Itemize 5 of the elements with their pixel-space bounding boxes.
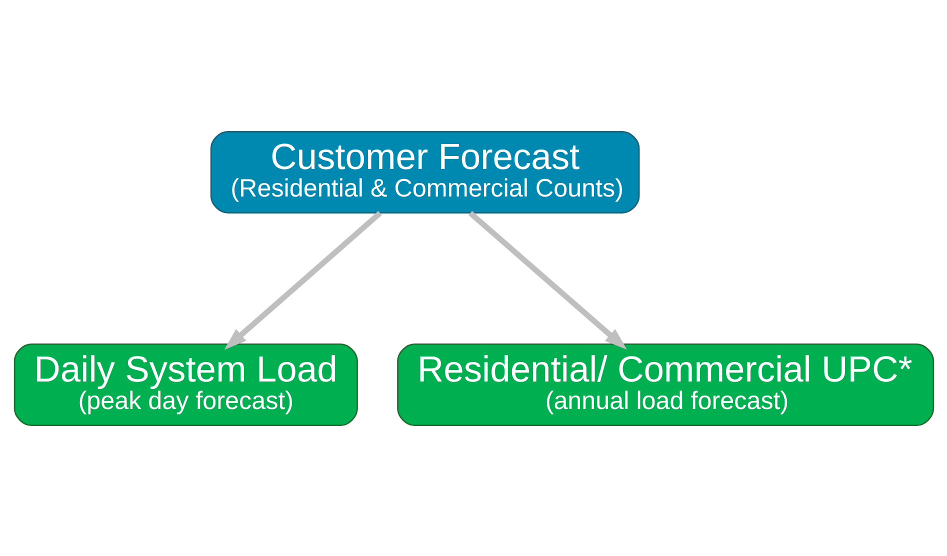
arrow	[468, 210, 626, 350]
node-box: Daily System Load (peak day forecast)	[13, 343, 358, 426]
node-box: Residential/ Commercial UPC* (annual load forecast)	[396, 343, 934, 426]
node-box: Customer Forecast (Residential & Commercial Counts)	[210, 130, 640, 213]
arrow	[224, 210, 382, 350]
